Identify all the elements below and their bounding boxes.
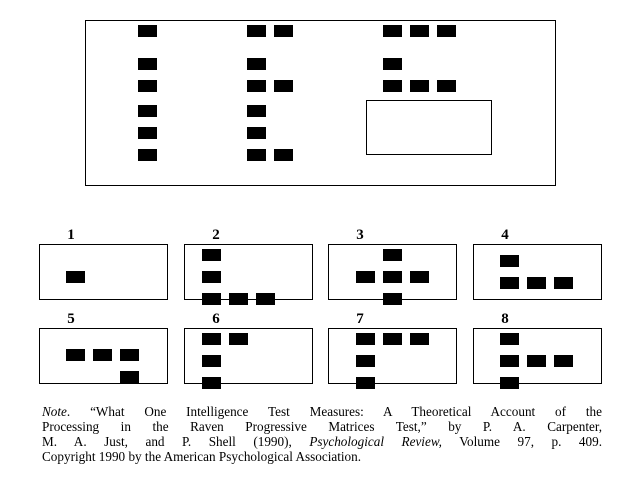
option-6-block: [202, 377, 221, 389]
option-6-block: [229, 333, 248, 345]
matrix-cell-block: [138, 105, 157, 117]
journal-name: Psychological Review,: [309, 434, 442, 449]
matrix-cell-1: [138, 25, 157, 37]
option-4-block: [500, 255, 519, 267]
option-1-number: 1: [67, 227, 75, 243]
option-8-box[interactable]: [473, 328, 602, 384]
matrix-cell-block: [437, 80, 456, 92]
option-7-block: [383, 333, 402, 345]
option-8-pattern: [500, 333, 573, 389]
matrix-cell-5: [247, 58, 293, 92]
matrix-cell-block: [383, 80, 402, 92]
option-2-block: [256, 293, 275, 305]
option-7-block: [356, 355, 375, 367]
matrix-cell-block: [410, 80, 429, 92]
option-3-number: 3: [356, 227, 364, 243]
option-3-block: [410, 271, 429, 283]
matrix-cell-block: [437, 25, 456, 37]
option-5-pattern: [66, 349, 139, 383]
matrix-cell-block: [383, 58, 402, 70]
matrix-cell-block: [247, 105, 266, 117]
matrix-cell-block: [247, 25, 266, 37]
matrix-cell-block: [247, 149, 266, 161]
matrix-cell-8: [247, 105, 293, 161]
matrix-cell-block: [247, 80, 266, 92]
matrix-cell-6: [383, 58, 456, 92]
option-5-block: [93, 349, 112, 361]
option-8-block: [500, 377, 519, 389]
matrix-cell-block: [138, 80, 157, 92]
option-2-box[interactable]: [184, 244, 313, 300]
option-2-pattern: [202, 249, 275, 305]
option-4-block: [527, 277, 546, 289]
matrix-cell-block: [138, 58, 157, 70]
option-3-block: [383, 249, 402, 261]
option-8-block: [500, 333, 519, 345]
note-label: Note: [42, 404, 67, 419]
option-2-block: [202, 271, 221, 283]
option-5-block: [120, 349, 139, 361]
option-1-pattern: [66, 271, 85, 283]
option-2-block: [202, 249, 221, 261]
option-5-box[interactable]: [39, 328, 168, 384]
option-4-block: [500, 277, 519, 289]
option-5-block: [66, 349, 85, 361]
note-text-2: Processing in the Raven Progressive Matr…: [42, 419, 602, 434]
option-5-block: [120, 371, 139, 383]
option-2-block: [229, 293, 248, 305]
option-4-pattern: [500, 255, 573, 289]
option-8-number: 8: [501, 311, 509, 327]
option-3-block: [356, 271, 375, 283]
option-7-box[interactable]: [328, 328, 457, 384]
matrix-cell-block: [274, 25, 293, 37]
note-text-1: . “What One Intelligence Test Measures: …: [66, 404, 602, 419]
matrix-frame: [85, 20, 556, 186]
option-3-block: [383, 293, 402, 305]
option-6-pattern: [202, 333, 248, 389]
matrix-cell-2: [247, 25, 293, 37]
missing-cell-box: [366, 100, 492, 155]
option-6-box[interactable]: [184, 328, 313, 384]
option-3-block: [383, 271, 402, 283]
option-8-block: [527, 355, 546, 367]
option-7-block: [410, 333, 429, 345]
option-4-box[interactable]: [473, 244, 602, 300]
option-5-number: 5: [67, 311, 75, 327]
matrix-cell-4: [138, 58, 157, 92]
matrix-cell-block: [138, 149, 157, 161]
matrix-cell-block: [274, 80, 293, 92]
matrix-cell-block: [274, 149, 293, 161]
matrix-cell-3: [383, 25, 456, 37]
option-8-block: [500, 355, 519, 367]
matrix-cell-block: [383, 25, 402, 37]
option-8-block: [554, 355, 573, 367]
matrix-cell-block: [247, 58, 266, 70]
matrix-cell-block: [410, 25, 429, 37]
option-7-block: [356, 333, 375, 345]
matrix-cell-block: [138, 127, 157, 139]
note-text-4: Copyright 1990 by the American Psycholog…: [42, 449, 362, 464]
option-4-number: 4: [501, 227, 509, 243]
option-6-number: 6: [212, 311, 220, 327]
option-7-block: [356, 377, 375, 389]
matrix-cell-7: [138, 105, 157, 161]
citation-note: Note. “What One Intelligence Test Measur…: [42, 404, 602, 464]
option-6-block: [202, 355, 221, 367]
option-6-block: [202, 333, 221, 345]
option-7-pattern: [356, 333, 429, 389]
matrix-cell-block: [138, 25, 157, 37]
option-3-pattern: [356, 249, 429, 305]
option-7-number: 7: [356, 311, 364, 327]
matrix-cell-block: [247, 127, 266, 139]
option-2-block: [202, 293, 221, 305]
option-2-number: 2: [212, 227, 220, 243]
note-text-3a: M. A. Just, and P. Shell (1990),: [42, 434, 310, 449]
option-4-block: [554, 277, 573, 289]
note-text-3b: Volume 97, p. 409.: [441, 434, 602, 449]
option-1-box[interactable]: [39, 244, 168, 300]
option-1-block: [66, 271, 85, 283]
